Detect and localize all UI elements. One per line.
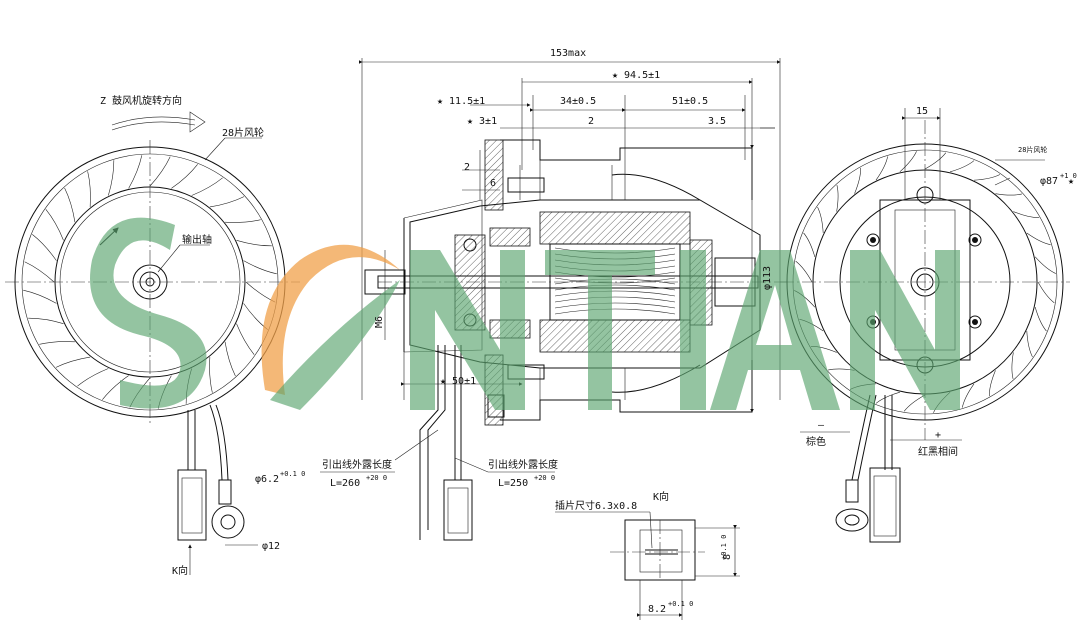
impeller-blade	[64, 187, 76, 223]
dia62-label: φ6.2	[255, 474, 279, 485]
impeller-blade	[32, 234, 57, 261]
dim-11: ★ 11.5±1	[437, 96, 485, 107]
rotor-lamination-line	[554, 290, 676, 297]
dim-2a: 2	[588, 116, 594, 127]
dim-82: 8.2	[648, 604, 666, 615]
dia87-label: φ87	[1040, 176, 1058, 187]
red-black-note: 红黑相间	[918, 445, 958, 458]
impeller-blade	[236, 240, 272, 247]
impeller-blade	[1013, 211, 1040, 218]
terminal-note: 插片尺寸6.3x0.8	[555, 499, 637, 512]
m6-label: M6	[374, 316, 385, 328]
impeller-blade	[236, 323, 255, 355]
impeller-blade	[24, 261, 55, 283]
lead2-tol: +20 0	[534, 474, 555, 482]
overall-length: 153max	[550, 48, 586, 59]
dim-34: 34±0.5	[560, 96, 596, 107]
view-k-left: K向	[172, 564, 188, 577]
impeller-blade	[55, 356, 91, 368]
rotation-note: Z 鼓风机旋转方向	[100, 94, 182, 107]
lead1-len: L=260	[330, 478, 360, 489]
lead2-len: L=250	[498, 478, 528, 489]
impeller-blade	[899, 151, 917, 173]
lead1-tol: +20 0	[366, 474, 387, 482]
star-87: ★	[1068, 176, 1074, 187]
rotor-lamination-line	[554, 277, 676, 284]
impeller-blade	[803, 232, 816, 257]
dim-94: ★ 94.5±1	[612, 70, 660, 81]
right-end-view	[780, 108, 1070, 543]
impeller-blade	[171, 164, 198, 189]
impeller-blade	[795, 260, 813, 283]
impeller-blade	[974, 174, 1001, 181]
impeller-blade	[224, 341, 236, 377]
plus-sign: +	[935, 430, 941, 441]
dim-6: 6	[490, 178, 496, 189]
impeller-blade	[77, 368, 109, 387]
output-shaft-note: 输出轴	[182, 233, 212, 246]
impeller-blade	[225, 219, 261, 223]
impeller-blade	[924, 152, 947, 170]
impeller-blade	[45, 209, 64, 241]
tol62-label: +0.1 0	[280, 470, 305, 478]
impeller-blade	[854, 167, 861, 194]
impeller-blade	[962, 383, 975, 408]
impeller-blade	[1037, 281, 1055, 304]
lead2-note: 引出线外露长度	[488, 458, 558, 471]
impeller-blade	[243, 260, 277, 275]
dim-51: 51±0.5	[672, 96, 708, 107]
tol-8: +0.1 0	[720, 535, 728, 560]
impeller-blade	[1011, 352, 1014, 380]
k-view-detail	[555, 511, 740, 620]
impeller-blade	[1034, 256, 1056, 274]
impeller-blade	[1026, 331, 1033, 358]
impeller-blade	[817, 206, 824, 233]
dia113-label: φ113	[762, 266, 773, 290]
impeller-blade	[989, 370, 996, 397]
dim-8: 8	[722, 554, 733, 560]
impeller-blade	[875, 391, 900, 404]
impeller-blades-left	[23, 155, 277, 409]
dim-2b: 2	[464, 162, 470, 173]
tol-82: +0.1 0	[668, 600, 693, 608]
watermark	[90, 217, 960, 410]
dim-35: 3.5	[708, 116, 726, 127]
labels: Z 鼓风机旋转方向 28片风轮 输出轴 φ6.2 +0.1 0 φ12 K向 1…	[100, 48, 1077, 615]
dim-50: ★ 50±1	[440, 376, 476, 387]
impeller-blade	[191, 177, 223, 196]
impeller-blade	[1026, 232, 1051, 245]
impeller-blade	[950, 160, 975, 173]
view-k-top: K向	[653, 490, 669, 503]
rotor-lamination-line	[554, 302, 676, 309]
impeller-left-note: 28片风轮	[222, 126, 264, 139]
left-impeller-view	[5, 111, 300, 575]
dim-3: ★ 3±1	[467, 116, 497, 127]
impeller-blade	[39, 341, 75, 345]
impeller-blade	[87, 171, 91, 207]
impeller-blade	[102, 375, 129, 400]
tol87-label: +1 0	[1060, 172, 1077, 180]
impeller-blade	[903, 394, 926, 412]
impeller-blade	[149, 156, 171, 187]
minus-sign: —	[818, 420, 825, 431]
impeller-blade	[108, 160, 115, 196]
rotor-lamination-line	[554, 308, 676, 315]
impeller-blade	[836, 184, 839, 212]
impeller-blade	[1034, 307, 1047, 332]
dim-15: 15	[916, 106, 928, 117]
impeller-blade	[875, 156, 888, 181]
lead1-note: 引出线外露长度	[322, 458, 392, 471]
impeller-blade	[209, 196, 245, 208]
impeller-blade	[995, 193, 1023, 196]
rotor-lamination-line	[554, 296, 676, 303]
impeller-blade	[128, 155, 143, 189]
dia12-label: φ12	[262, 541, 280, 552]
impeller-blade	[209, 357, 213, 393]
brown-note: 棕色	[806, 435, 826, 448]
impeller-right-note: 28片风轮	[1018, 145, 1047, 154]
rotor-lamination-line	[554, 278, 676, 285]
impeller-blade	[28, 317, 64, 324]
impeller-blade	[23, 289, 57, 304]
